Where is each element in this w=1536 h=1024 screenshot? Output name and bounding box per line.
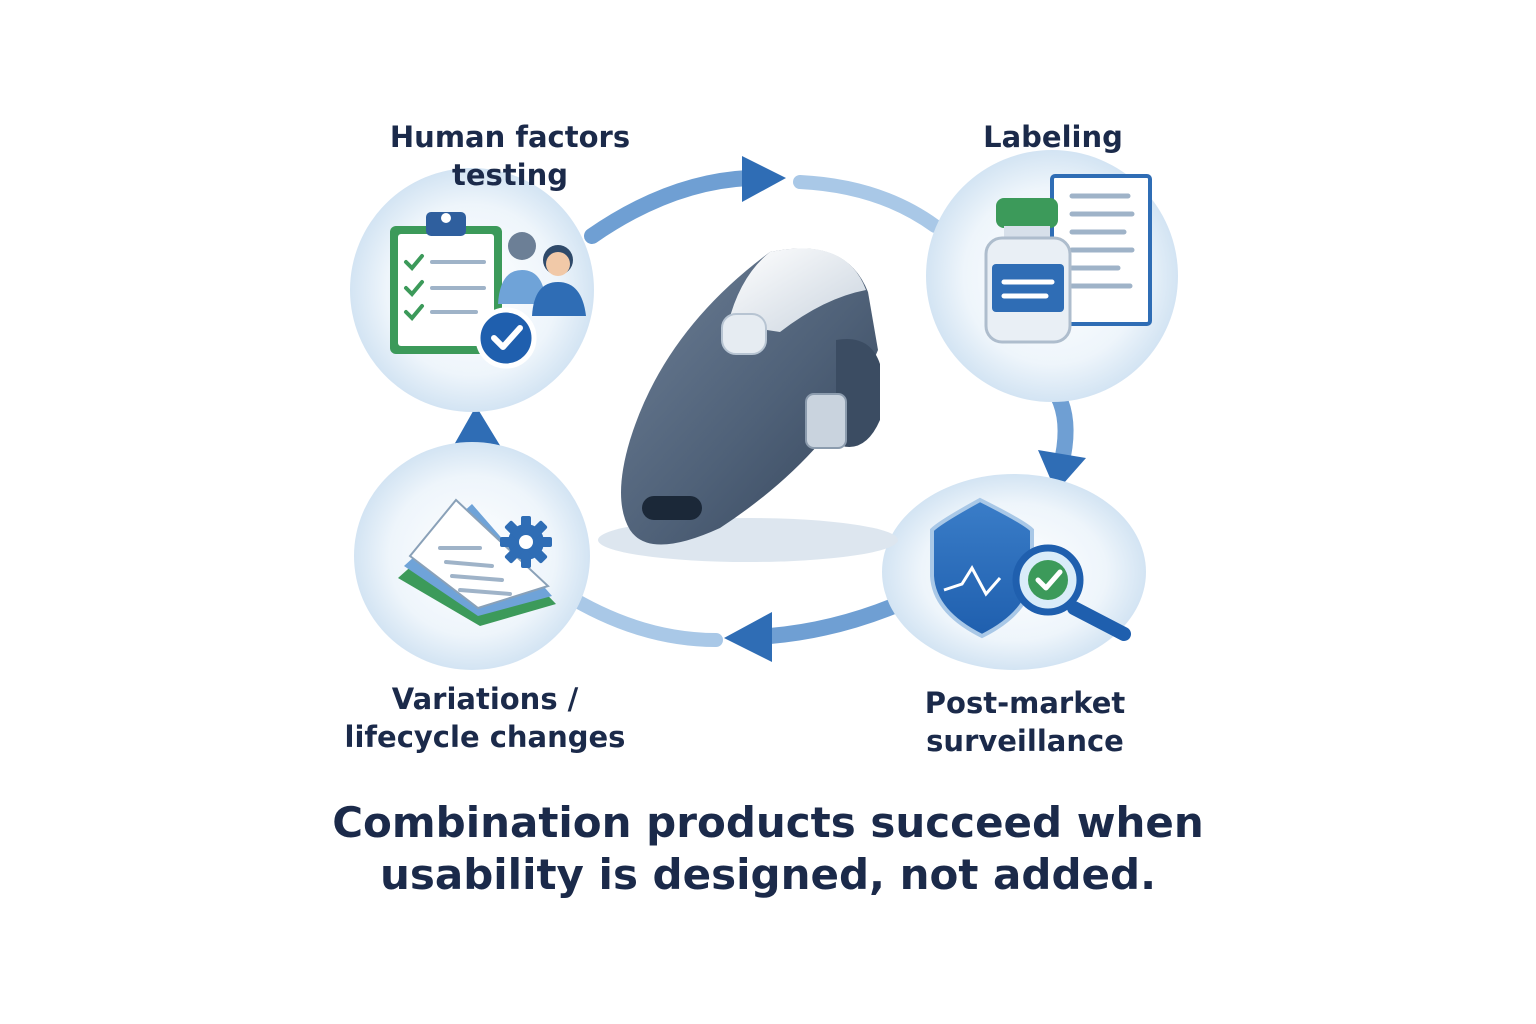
caption-line: Combination products succeed when — [332, 798, 1204, 847]
documents-gear-icon — [398, 498, 556, 626]
node-label-line: Post-market — [924, 686, 1126, 720]
node-label-line: lifecycle changes — [344, 720, 626, 754]
node-label-line: Human factors — [389, 120, 631, 154]
caption-line: usability is designed, not added. — [379, 850, 1157, 899]
node-label-line: testing — [452, 158, 568, 192]
inhaler-device-icon — [598, 248, 898, 562]
node-label-line: surveillance — [926, 724, 1124, 758]
clipboard-users-check-icon — [390, 212, 586, 369]
node-label-line: Variations / — [391, 682, 579, 716]
caption: Combination products succeed when usabil… — [300, 797, 1236, 901]
node-label-line: Labeling — [983, 120, 1123, 154]
vial-document-icon — [984, 174, 1152, 344]
arrow-bottom-icon — [558, 587, 916, 662]
shield-magnifier-icon — [930, 497, 1131, 641]
node-label-post-market: Post-market surveillance — [890, 684, 1160, 760]
node-label-human-factors: Human factors testing — [360, 118, 660, 194]
node-label-variations: Variations / lifecycle changes — [335, 680, 635, 756]
arrow-top-icon — [584, 156, 942, 244]
node-label-labeling: Labeling — [948, 118, 1158, 156]
